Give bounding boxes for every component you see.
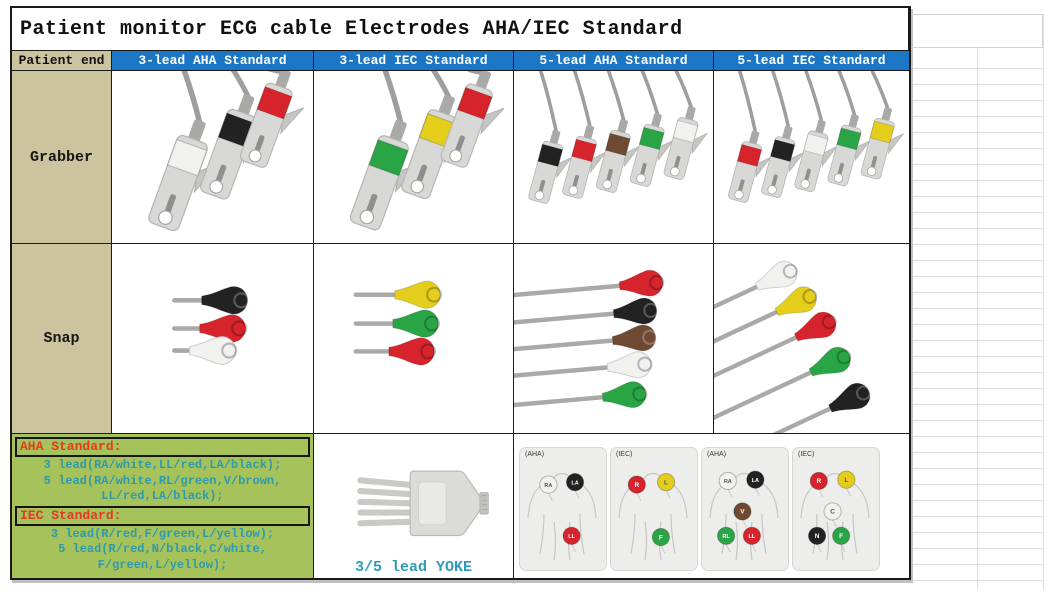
placement-diagrams: RA LA LL(AHA) R L F(IEC) RA LA V RL LL: [514, 434, 909, 578]
svg-text:N: N: [815, 533, 820, 540]
grabber-5lead-aha-image: [514, 71, 714, 244]
header-5lead-aha: 5-lead AHA Standard: [514, 51, 714, 71]
header-patient-end: Patient end: [12, 51, 112, 71]
grabber-5lead-iec-image: [714, 71, 909, 244]
svg-text:RL: RL: [722, 534, 730, 540]
svg-text:L: L: [664, 479, 668, 486]
aha-note-line: 3 lead(RA/white,LL/red,LA/black);: [43, 458, 282, 472]
svg-text:F: F: [659, 534, 663, 541]
svg-text:R: R: [634, 482, 639, 489]
yoke-label: 3/5 lead YOKE: [354, 559, 473, 576]
page-title-cell: Patient monitor ECG cable Electrodes AHA…: [12, 8, 909, 51]
snap-5lead-iec-image: [714, 244, 909, 434]
placement-card-label: (IEC): [798, 451, 815, 458]
svg-text:L: L: [844, 477, 848, 484]
svg-text:R: R: [816, 478, 821, 485]
ecg-table: Patient monitor ECG cable Electrodes AHA…: [10, 6, 911, 580]
yoke-image: [319, 442, 509, 557]
placement-card-label: (AHA): [525, 451, 545, 458]
header-5lead-iec: 5-lead IEC Standard: [714, 51, 909, 71]
page-title: Patient monitor ECG cable Electrodes AHA…: [20, 17, 683, 41]
grabber-3lead-aha-image: [112, 71, 314, 244]
standards-note: AHA Standard: 3 lead(RA/white,LL/red,LA/…: [12, 434, 314, 578]
svg-text:F: F: [839, 533, 843, 540]
snap-5lead-aha-image: [514, 244, 714, 434]
grabber-3lead-iec-image: [314, 71, 514, 244]
svg-text:LA: LA: [752, 478, 759, 484]
placement-card-label: (AHA): [707, 451, 727, 458]
svg-text:LA: LA: [571, 480, 578, 486]
placement-card-label: (IEC): [616, 451, 633, 458]
aha-standard-heading: AHA Standard:: [15, 437, 310, 457]
aha-note-line: LL/red,LA/black);: [101, 489, 224, 503]
snap-3lead-iec-image: [314, 244, 514, 434]
placement-card: RA LA LL (AHA): [519, 447, 607, 571]
header-3lead-aha: 3-lead AHA Standard: [112, 51, 314, 71]
spreadsheet-gridlines: [913, 68, 1043, 593]
row-label-grabber: Grabber: [12, 71, 112, 244]
svg-text:LL: LL: [568, 534, 575, 540]
svg-text:RA: RA: [544, 483, 552, 489]
placement-card: R L C N F (IEC): [792, 447, 880, 571]
aha-note-line: 5 lead(RA/white,RL/green,V/brown,: [43, 473, 282, 488]
iec-note-line: 3 lead(R/red,F/green,L/yellow);: [50, 526, 275, 541]
header-3lead-iec: 3-lead IEC Standard: [314, 51, 514, 71]
placement-card: RA LA V RL LL (AHA): [701, 447, 789, 571]
spreadsheet-gridline-vertical: [977, 49, 978, 590]
empty-cell-box: [911, 14, 1043, 48]
row-label-snap: Snap: [12, 244, 112, 434]
svg-text:C: C: [830, 509, 835, 516]
snap-3lead-aha-image: [112, 244, 314, 434]
yoke-cell: 3/5 lead YOKE: [314, 434, 514, 578]
spreadsheet-gridline-vertical: [1043, 14, 1044, 590]
placement-card: R L F (IEC): [610, 447, 698, 571]
iec-note-line: F/green,L/yellow);: [97, 557, 228, 572]
svg-text:V: V: [740, 509, 745, 516]
iec-note-line: 5 lead(R/red,N/black,C/white,: [58, 542, 267, 556]
svg-text:RA: RA: [724, 479, 732, 485]
svg-text:LL: LL: [749, 534, 756, 540]
iec-standard-heading: IEC Standard:: [15, 505, 310, 526]
